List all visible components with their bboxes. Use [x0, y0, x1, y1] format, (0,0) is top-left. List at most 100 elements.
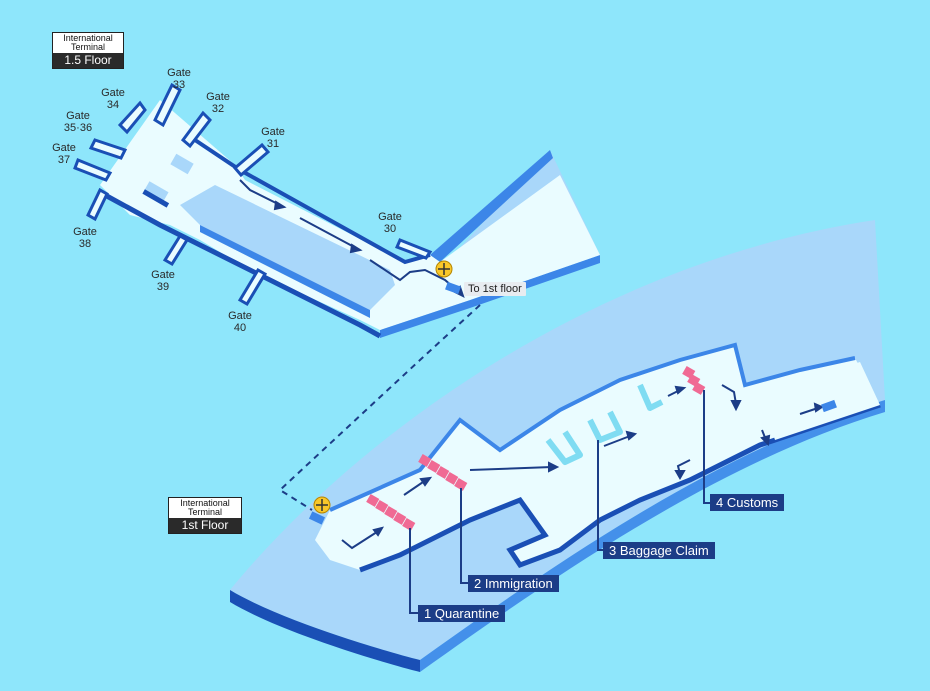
escalator-icon-body [308, 511, 326, 525]
booth [393, 512, 407, 525]
first-floor-inner-wall-upper [329, 342, 856, 512]
booth [418, 454, 432, 467]
mezz-right-wing-edge [430, 150, 553, 262]
booth [445, 472, 459, 485]
step-number: 4 [716, 495, 724, 510]
step-label: Immigration [484, 576, 553, 591]
booth [402, 518, 416, 531]
pier-gate-32 [180, 110, 212, 149]
step-label: Quarantine [434, 606, 500, 621]
arrowhead [349, 243, 363, 254]
booth [427, 460, 441, 473]
first-floor-exit-corridor [760, 362, 880, 440]
mezz-route-line [239, 179, 281, 206]
quarantine-booths [366, 494, 416, 531]
first-floor [230, 220, 885, 672]
step-number: 2 [474, 576, 482, 591]
step-number: 3 [609, 543, 617, 558]
pier-gate-39 [162, 233, 190, 267]
step-customs: 4 Customs [710, 494, 785, 511]
mezz-main-corridor [100, 100, 600, 330]
booth [454, 478, 468, 491]
mezz-block [143, 181, 169, 203]
arrowhead [674, 470, 686, 481]
escalator-icon-1f [308, 511, 326, 525]
pier-gate-31 [232, 142, 271, 178]
carousel-3 [637, 383, 664, 411]
exit-escalator-body [821, 399, 837, 413]
floor-label-1st: International Terminal 1st Floor [168, 497, 242, 534]
carousel-2 [587, 410, 623, 443]
elevator-icon-cross [438, 263, 450, 275]
step-label: Baggage Claim [619, 543, 709, 558]
booth [436, 466, 450, 479]
pier-gate-37 [73, 158, 113, 182]
booth [366, 494, 380, 507]
arrowhead [548, 461, 560, 473]
mezz-island-wall [200, 225, 370, 318]
floor-label-1-5: International Terminal 1.5 Floor [52, 32, 124, 69]
exit-escalator-icon [821, 399, 837, 413]
arrowhead [674, 385, 687, 395]
arrowhead [730, 400, 742, 412]
leader-immigration [460, 488, 468, 584]
mezz-right-wing-wall [380, 255, 600, 338]
first-floor-outer-wall [230, 590, 420, 672]
immigration-booths [418, 454, 468, 491]
pier-gate-34 [117, 100, 147, 135]
pier-gate-40 [237, 267, 268, 307]
mezz-center-island [180, 185, 395, 310]
step-immigration: 2 Immigration [468, 575, 559, 592]
arrowhead [419, 476, 433, 487]
floor-connector-dashed [278, 304, 481, 511]
arrowhead [760, 434, 771, 447]
mezz-route-line [299, 217, 357, 249]
route-arrow [341, 529, 381, 550]
leader-customs [703, 390, 710, 504]
route-arrow [469, 466, 553, 471]
arrowhead [372, 526, 385, 537]
leader-baggage [597, 440, 603, 551]
step-label: Customs [726, 495, 779, 510]
pier-gate-30 [395, 238, 433, 260]
to-first-floor-label: To 1st floor [464, 282, 526, 296]
floor-name: 1st Floor [169, 518, 241, 533]
booth [384, 506, 398, 519]
step-baggage-claim: 3 Baggage Claim [603, 542, 715, 559]
gate-piers [73, 82, 433, 307]
baggage-carousels [545, 383, 664, 465]
terminal-name: International Terminal [180, 498, 230, 517]
mezz-block [170, 153, 194, 175]
first-floor-right-wall [420, 400, 885, 672]
mezz-block [142, 189, 170, 208]
mezz-route-line [369, 259, 461, 294]
escalator-icon-mezz [445, 281, 461, 295]
arrival-route [341, 384, 825, 550]
arrowhead [813, 402, 825, 413]
step-quarantine: 1 Quarantine [418, 605, 506, 622]
leader-quarantine [409, 528, 418, 614]
arrowhead [625, 430, 638, 441]
step-number: 1 [424, 606, 432, 621]
booth [692, 382, 706, 395]
floor-name: 1.5 Floor [53, 53, 123, 68]
route-arrow [603, 435, 631, 447]
terminal-name: International Terminal [63, 33, 113, 52]
carousel-1 [545, 430, 583, 465]
customs-booths [682, 366, 706, 395]
pier-gate-38 [86, 187, 109, 222]
pier-gate-33 [153, 82, 182, 128]
elevator-icon-mezz [435, 260, 453, 278]
mezz-route [239, 179, 465, 298]
elevator-icon-1f [313, 496, 331, 514]
